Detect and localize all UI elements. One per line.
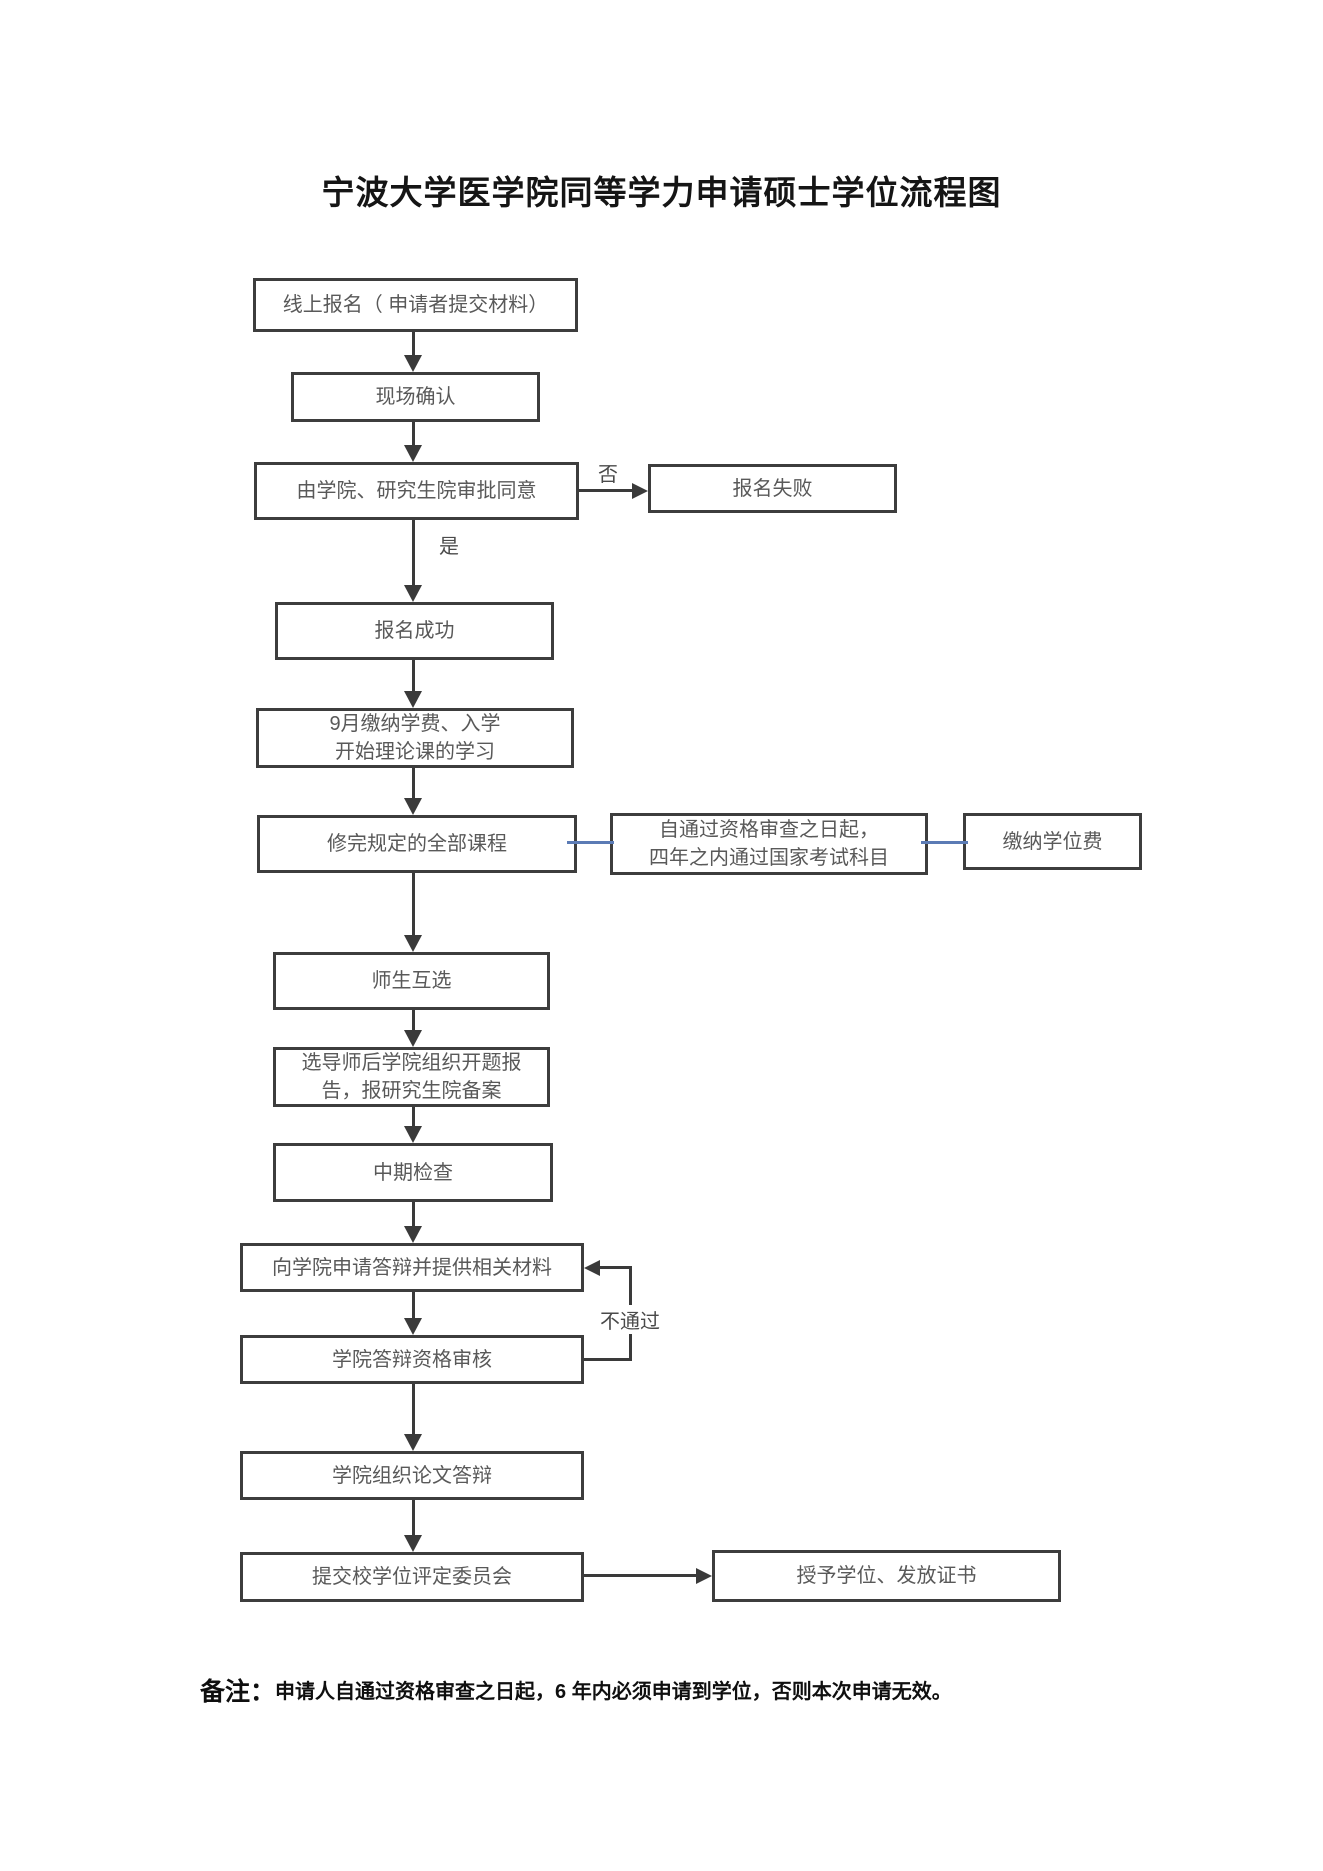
loop-line-top: [600, 1266, 632, 1269]
flow-node-apply-defense: 向学院申请答辩并提供相关材料: [240, 1243, 584, 1292]
arrow-line: [412, 1202, 415, 1226]
flow-node-award: 授予学位、发放证书: [712, 1550, 1061, 1602]
footnote-text: 申请人自通过资格审查之日起，6 年内必须申请到学位，否则本次申请无效。: [275, 1681, 952, 1703]
arrow-down-icon: [404, 1318, 422, 1335]
arrow-line: [412, 520, 415, 585]
arrow-down-icon: [404, 355, 422, 372]
arrow-line: [412, 1500, 415, 1535]
arrow-line: [412, 422, 415, 445]
flow-node-degree-fee: 缴纳学位费: [963, 813, 1142, 870]
arrow-down-icon: [404, 691, 422, 708]
arrow-down-icon: [404, 935, 422, 952]
flow-node-defense-review: 学院答辩资格审核: [240, 1335, 584, 1384]
flow-node-mutual-selection: 师生互选: [273, 952, 550, 1010]
arrow-line: [412, 768, 415, 798]
arrow-down-icon: [404, 1126, 422, 1143]
arrow-line: [412, 1384, 415, 1434]
flow-node-signup-fail: 报名失败: [648, 464, 897, 513]
arrow-line: [412, 660, 415, 691]
footnote-label: 备注：: [200, 1678, 276, 1706]
arrow-down-icon: [404, 1226, 422, 1243]
connector-exam-window-to-degree-fee: [921, 841, 968, 844]
edge-label-yes: 是: [437, 530, 461, 559]
footnote: 备注：申请人自通过资格审查之日起，6 年内必须申请到学位，否则本次申请无效。: [200, 1672, 952, 1708]
flow-node-online-signup: 线上报名（ 申请者提交材料）: [253, 278, 578, 332]
arrow-line: [412, 1292, 415, 1318]
arrow-down-icon: [404, 1030, 422, 1047]
arrow-line: [579, 489, 632, 492]
arrow-down-icon: [404, 585, 422, 602]
arrow-line: [412, 1107, 415, 1126]
loop-line-bottom: [584, 1358, 632, 1361]
flow-node-midterm: 中期检查: [273, 1143, 553, 1202]
flow-node-signup-success: 报名成功: [275, 602, 554, 660]
edge-label-no: 否: [596, 458, 620, 487]
flow-node-onsite-confirm: 现场确认: [291, 372, 540, 422]
arrow-line: [412, 1010, 415, 1030]
arrow-line: [412, 332, 415, 355]
arrow-down-icon: [404, 445, 422, 462]
arrow-line: [584, 1574, 696, 1577]
flow-node-tuition: 9月缴纳学费、入学 开始理论课的学习: [256, 708, 574, 768]
flow-node-committee: 提交校学位评定委员会: [240, 1552, 584, 1602]
flow-node-thesis-defense: 学院组织论文答辩: [240, 1451, 584, 1500]
arrow-down-icon: [404, 1535, 422, 1552]
flow-node-courses: 修完规定的全部课程: [257, 815, 577, 873]
arrow-line: [412, 873, 415, 935]
arrow-down-icon: [404, 1434, 422, 1451]
page-title: 宁波大学医学院同等学力申请硕士学位流程图: [321, 174, 1002, 211]
arrow-left-icon: [584, 1260, 600, 1276]
connector-courses-to-exam-window: [567, 841, 614, 844]
arrow-down-icon: [404, 798, 422, 815]
edge-label-not-pass: 不通过: [598, 1305, 662, 1334]
flow-node-exam-window: 自通过资格审查之日起， 四年之内通过国家考试科目: [610, 813, 928, 875]
arrow-right-icon: [632, 483, 648, 499]
arrow-right-icon: [696, 1568, 712, 1584]
flow-node-proposal: 选导师后学院组织开题报 告，报研究生院备案: [273, 1047, 550, 1107]
flow-node-approval: 由学院、研究生院审批同意: [254, 462, 579, 520]
